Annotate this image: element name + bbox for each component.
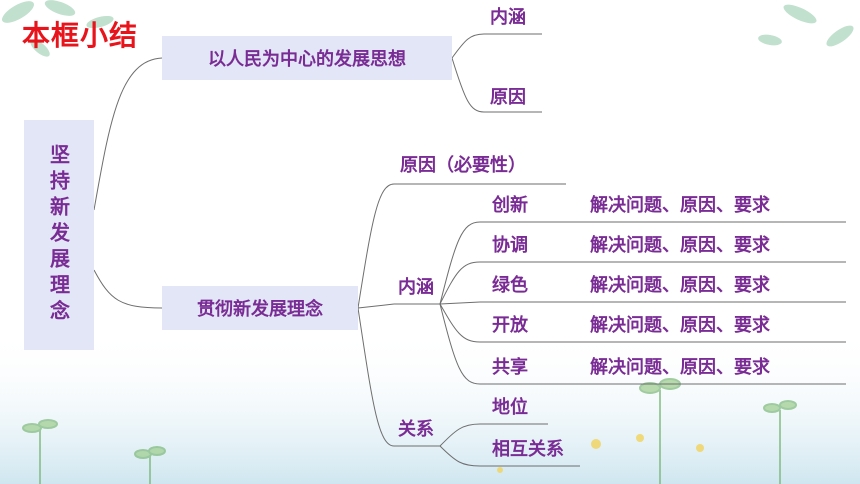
connector-branch2-relation [357, 307, 395, 447]
flower-decoration-icon [497, 434, 704, 473]
connector-branch2-connotation [357, 303, 395, 309]
leaf-decoration-icon [2, 0, 854, 57]
node-b2-connotation: 内涵 [398, 277, 434, 298]
note-openness: 解决问题、原因、要求 [590, 315, 770, 336]
page-title: 本框小结 [22, 19, 139, 52]
node-status: 地位 [492, 397, 528, 418]
note-coordination: 解决问题、原因、要求 [590, 235, 770, 256]
node-coordination: 协调 [492, 235, 528, 256]
branch-implement-concept: 贯彻新发展理念 [162, 286, 358, 330]
connector-coordination [439, 261, 481, 305]
connector-branch1-connotation [451, 33, 485, 59]
node-innovation: 创新 [492, 195, 528, 216]
connector-status [439, 423, 481, 447]
connector-sharing [439, 303, 481, 385]
connector-green [439, 301, 481, 305]
node-b2-reason: 原因（必要性） [400, 155, 526, 176]
node-b1-connotation: 内涵 [490, 7, 526, 28]
note-sharing: 解决问题、原因、要求 [590, 357, 770, 378]
connector-mutual [439, 445, 481, 467]
node-b2-relation: 关系 [398, 419, 434, 440]
node-b1-reason: 原因 [490, 87, 526, 108]
connector-innovation [439, 221, 481, 305]
node-mutual-relation: 相互关系 [492, 439, 564, 460]
node-green: 绿色 [492, 275, 528, 296]
connector-branch2-reason [357, 183, 395, 309]
note-innovation: 解决问题、原因、要求 [590, 195, 770, 216]
branch-people-centered: 以人民为中心的发展思想 [162, 36, 452, 80]
note-green: 解决问题、原因、要求 [590, 275, 770, 296]
connector-openness [439, 303, 481, 343]
root-node: 坚持新发展理念 [24, 120, 94, 350]
node-sharing: 共享 [492, 357, 528, 378]
connector-branch1-reason [451, 57, 485, 113]
node-openness: 开放 [492, 315, 528, 336]
connector-root-branch2 [93, 269, 163, 309]
connector-root-branch1 [93, 57, 163, 211]
